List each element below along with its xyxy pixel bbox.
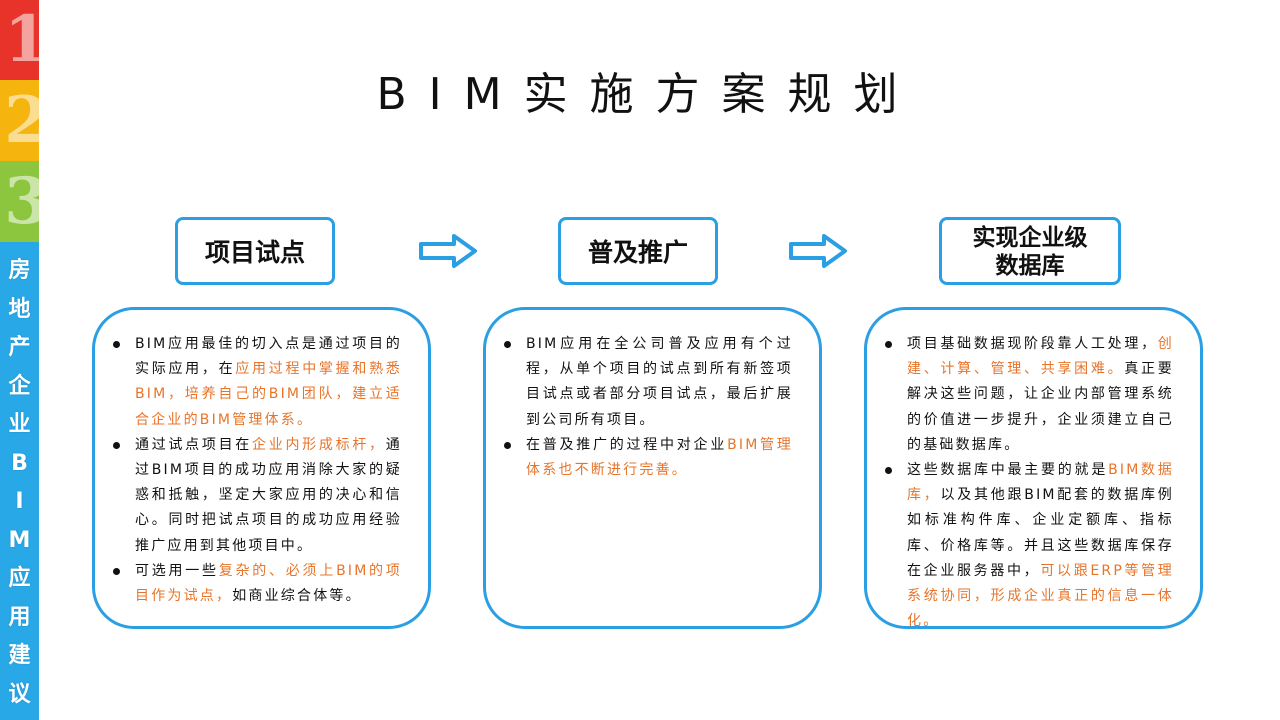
step-box-rollout: 普及推广 (558, 217, 718, 285)
vertical-char: 议 (8, 681, 31, 707)
vertical-char: 应 (8, 566, 31, 592)
step-box-pilot: 项目试点 (175, 217, 335, 285)
highlight-text: 复杂的、必须上BIM的项目作为试点， (135, 562, 402, 605)
page-title: BIM实施方案规划 (376, 69, 920, 120)
right-arrow-icon (419, 234, 477, 268)
section-number-3: 3 (4, 163, 39, 239)
list-item: 这些数据库中最主要的就是BIM数据库，以及其他跟BIM配套的数据库例如标准构件库… (881, 458, 1174, 634)
vertical-char: 建 (8, 643, 31, 669)
vertical-char: 产 (8, 335, 31, 361)
vertical-char: M (8, 527, 31, 553)
right-arrow-icon (789, 234, 847, 268)
section-number-2: 2 (4, 82, 39, 158)
list-item: 在普及推广的过程中对企业BIM管理体系也不断进行完善。 (500, 433, 793, 483)
highlight-text: 企业内形成标杆， (252, 436, 386, 453)
section-number-1: 1 (4, 2, 39, 77)
highlight-text: BIM数据库， (907, 462, 1175, 504)
bullet-list: BIM应用最佳的切入点是通过项目的实际应用，在应用过程中掌握和熟悉BIM，培养自… (109, 332, 402, 609)
vertical-char: 地 (8, 296, 31, 322)
sidebar-section-2: 2 (0, 80, 39, 161)
content-box-rollout: BIM应用在全公司普及应用有个过程，从单个项目的试点到所有新签项目试点或者部分项… (483, 307, 822, 629)
content-box-pilot: BIM应用最佳的切入点是通过项目的实际应用，在应用过程中掌握和熟悉BIM，培养自… (92, 307, 431, 629)
highlight-text: 创建、计算、管理、共享困难。 (907, 336, 1174, 378)
vertical-char: I (15, 489, 24, 515)
step-label-line: 实现企业级 (972, 225, 1088, 251)
vertical-char: 房 (8, 258, 31, 283)
list-item: 项目基础数据现阶段靠人工处理，创建、计算、管理、共享困难。真正要解决这些问题，让… (881, 332, 1174, 458)
vertical-char: 企 (8, 373, 31, 399)
bullet-list: BIM应用在全公司普及应用有个过程，从单个项目的试点到所有新签项目试点或者部分项… (500, 332, 793, 483)
highlight-text: 应用过程中掌握和熟悉BIM，培养自己的BIM团队，建立适合企业的BIM管理体系。 (135, 361, 403, 428)
highlight-text: 可以跟ERP等管理系统协同，形成企业真正的信息一体化。 (907, 562, 1174, 630)
vertical-char: 用 (8, 604, 31, 630)
content-box-enterprise-database: 项目基础数据现阶段靠人工处理，创建、计算、管理、共享困难。真正要解决这些问题，让… (864, 307, 1203, 629)
list-item: 通过试点项目在企业内形成标杆，通过BIM项目的成功应用消除大家的疑惑和抵触，坚定… (109, 433, 402, 559)
vertical-char: 业 (8, 412, 31, 438)
highlight-text: BIM管理体系也不断进行完善。 (526, 436, 794, 479)
list-item: BIM应用最佳的切入点是通过项目的实际应用，在应用过程中掌握和熟悉BIM，培养自… (109, 332, 402, 433)
step-label-line: 数据库 (995, 253, 1065, 279)
list-item: 可选用一些复杂的、必须上BIM的项目作为试点，如商业综合体等。 (109, 559, 402, 609)
sidebar: 1 2 3 房 地 产 企 业 B I M 应 用 建 议 (0, 0, 39, 720)
sidebar-section-1: 1 (0, 0, 39, 80)
step-box-enterprise-database: 实现企业级 数据库 (939, 217, 1121, 285)
step-label: 普及推广 (587, 238, 688, 267)
step-label: 项目试点 (204, 238, 305, 267)
list-item: BIM应用在全公司普及应用有个过程，从单个项目的试点到所有新签项目试点或者部分项… (500, 332, 793, 433)
sidebar-vertical-caption: 房 地 产 企 业 B I M 应 用 建 议 (0, 242, 39, 720)
bullet-list: 项目基础数据现阶段靠人工处理，创建、计算、管理、共享困难。真正要解决这些问题，让… (881, 332, 1174, 634)
vertical-char: B (11, 450, 28, 476)
sidebar-section-3: 3 (0, 161, 39, 242)
